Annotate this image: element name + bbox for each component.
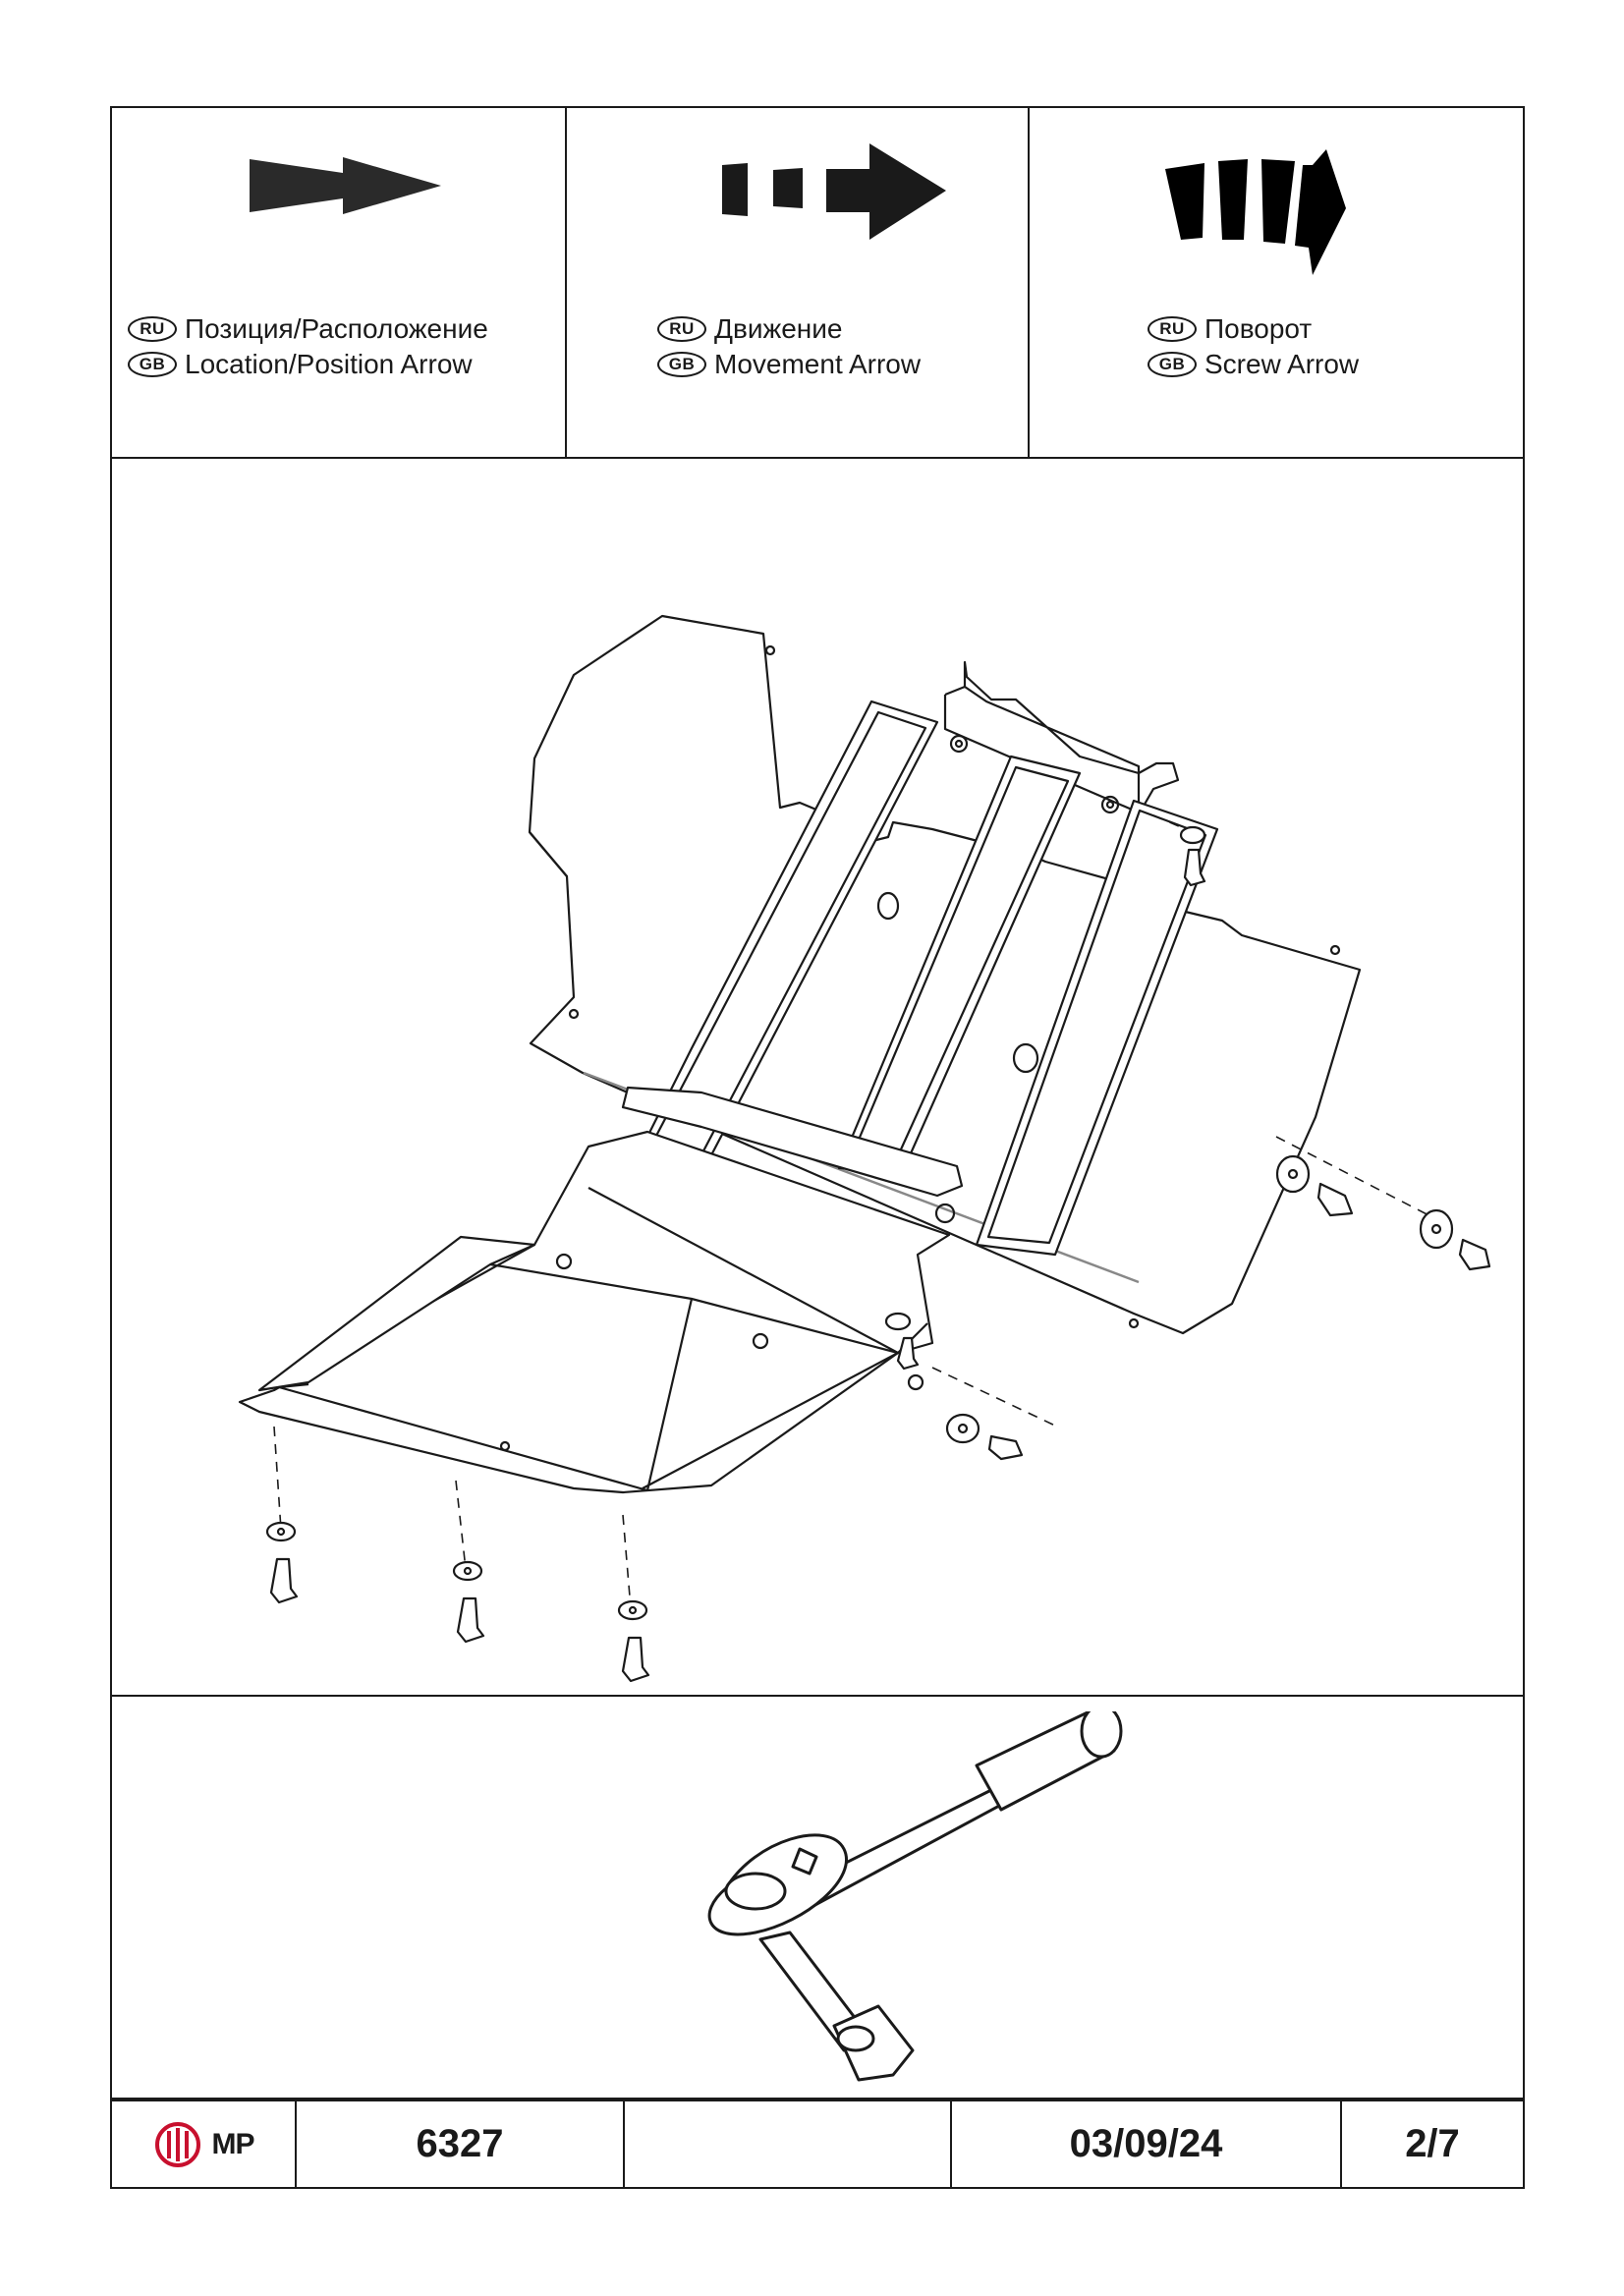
gb-flag-badge: GB	[1148, 352, 1197, 377]
gb-flag-badge: GB	[128, 352, 177, 377]
arrow-legend: RU Позиция/Расположение GB Location/Positi…	[112, 108, 1523, 459]
blank-cell	[625, 2101, 952, 2187]
ru-flag-badge: RU	[657, 316, 706, 342]
screw-arrow-icon	[1165, 149, 1346, 275]
logo-cell: MP	[112, 2101, 297, 2187]
ratchet-wrench-icon	[707, 1711, 1123, 2082]
ru-flag-badge: RU	[1148, 316, 1197, 342]
assembly-diagram-panel	[112, 459, 1523, 1697]
legend-screw-gb: Screw Arrow	[1204, 349, 1360, 379]
ru-flag-badge: RU	[128, 316, 177, 342]
revision-date: 03/09/24	[952, 2101, 1342, 2187]
gb-flag-badge: GB	[657, 352, 706, 377]
legend-movement-ru: Движение	[714, 313, 843, 344]
legend-location-ru: Позиция/Расположение	[185, 313, 488, 344]
logo-text: MP	[211, 2127, 255, 2160]
page-number: 2/7	[1405, 2122, 1460, 2165]
legend-location: RU Позиция/Расположение GB Location/Positi…	[112, 108, 567, 457]
part-number: 6327	[297, 2101, 625, 2187]
tool-panel	[112, 1697, 1523, 2102]
legend-location-gb: Location/Position Arrow	[185, 349, 473, 379]
legend-movement-gb: Movement Arrow	[714, 349, 922, 379]
location-arrow-icon	[250, 157, 441, 214]
instruction-sheet: RU Позиция/Расположение GB Location/Positi…	[110, 106, 1525, 2189]
title-block: MP 6327 03/09/24 2/7	[112, 2098, 1523, 2187]
movement-arrow-icon	[722, 143, 946, 240]
mp-logo-icon	[154, 2121, 200, 2167]
skid-plate-assembly-diagram	[238, 614, 1491, 1683]
legend-movement: RU Движение GB Movement Arrow	[567, 108, 1030, 457]
legend-screw-ru: Поворот	[1204, 313, 1313, 344]
legend-screw: RU Поворот GB Screw Arrow	[1030, 108, 1527, 457]
